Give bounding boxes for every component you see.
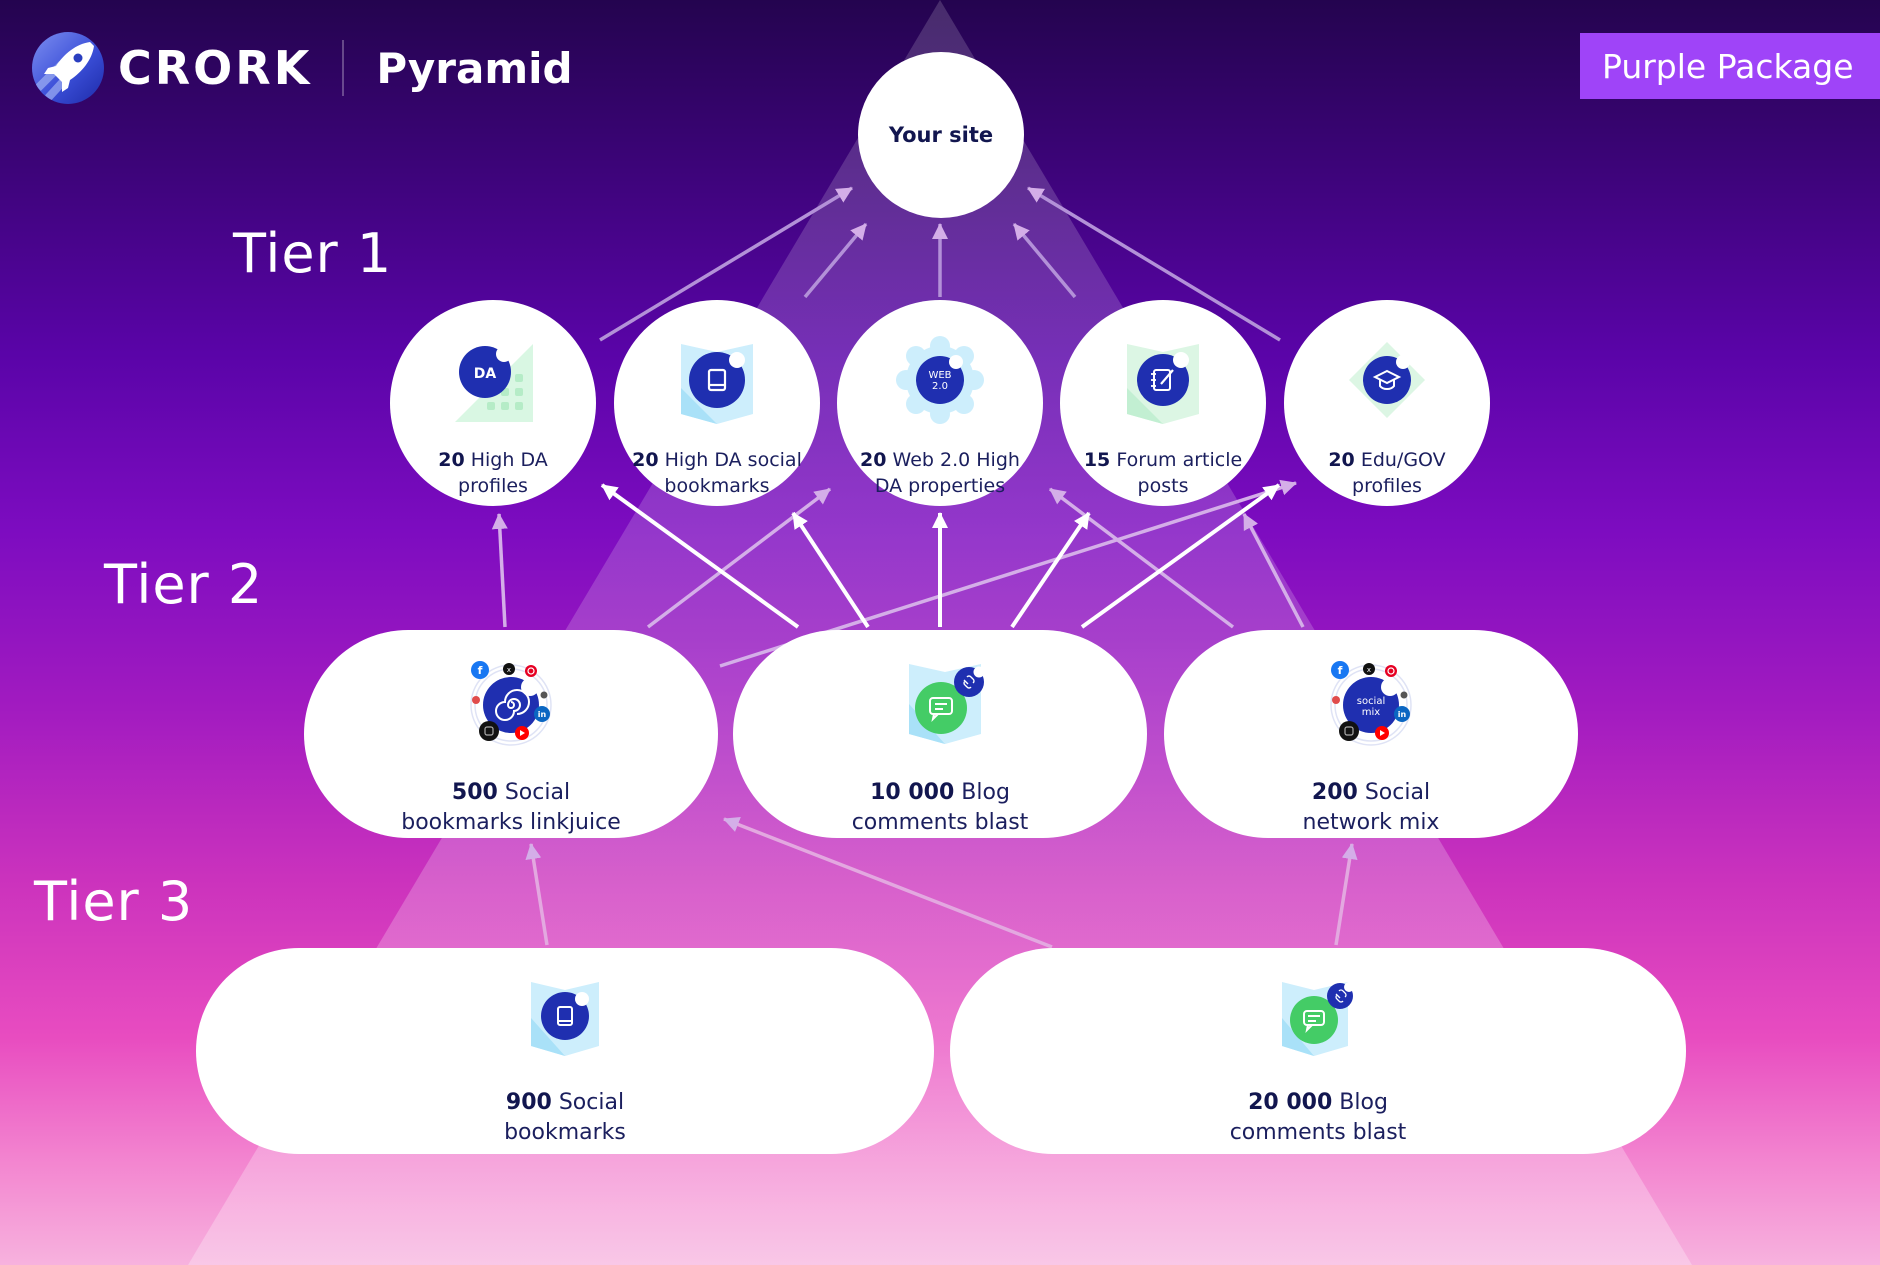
book-icon xyxy=(675,338,759,424)
da-icon: DA xyxy=(451,338,535,422)
svg-text:x: x xyxy=(1367,666,1371,674)
svg-text:DA: DA xyxy=(474,366,497,382)
svg-text:in: in xyxy=(1398,710,1407,719)
header: CRORK Pyramid xyxy=(32,28,573,108)
book-icon xyxy=(525,978,605,1058)
web20-icon: WEB 2.0 xyxy=(896,336,984,424)
svg-text:social: social xyxy=(1357,696,1386,707)
rocket-logo-icon xyxy=(32,32,104,104)
tier-3-label: Tier 3 xyxy=(34,870,194,933)
svg-text:f: f xyxy=(1338,664,1343,677)
svg-text:x: x xyxy=(507,666,511,674)
svg-text:mix: mix xyxy=(1362,707,1381,718)
blog-comment-icon xyxy=(1278,978,1358,1058)
svg-text:in: in xyxy=(538,710,547,719)
brand-name: CRORK xyxy=(118,41,313,95)
tier-2-label: Tier 2 xyxy=(104,553,264,616)
notebook-edit-icon xyxy=(1121,338,1205,424)
social-spiral-icon: f x in xyxy=(466,660,556,750)
svg-text:2.0: 2.0 xyxy=(932,381,948,392)
graduation-cap-icon xyxy=(1345,338,1429,422)
svg-text:WEB: WEB xyxy=(928,370,951,381)
tier-1-label: Tier 1 xyxy=(233,222,393,285)
package-badge: Purple Package xyxy=(1580,33,1880,99)
social-mix-icon: social mix f x in xyxy=(1326,660,1416,750)
your-site-label: Your site xyxy=(888,122,994,147)
blog-comment-icon xyxy=(895,660,985,750)
svg-text:f: f xyxy=(478,664,483,677)
product-title: Pyramid xyxy=(376,43,573,93)
header-divider xyxy=(342,40,345,96)
your-site-node: Your site xyxy=(858,52,1024,218)
